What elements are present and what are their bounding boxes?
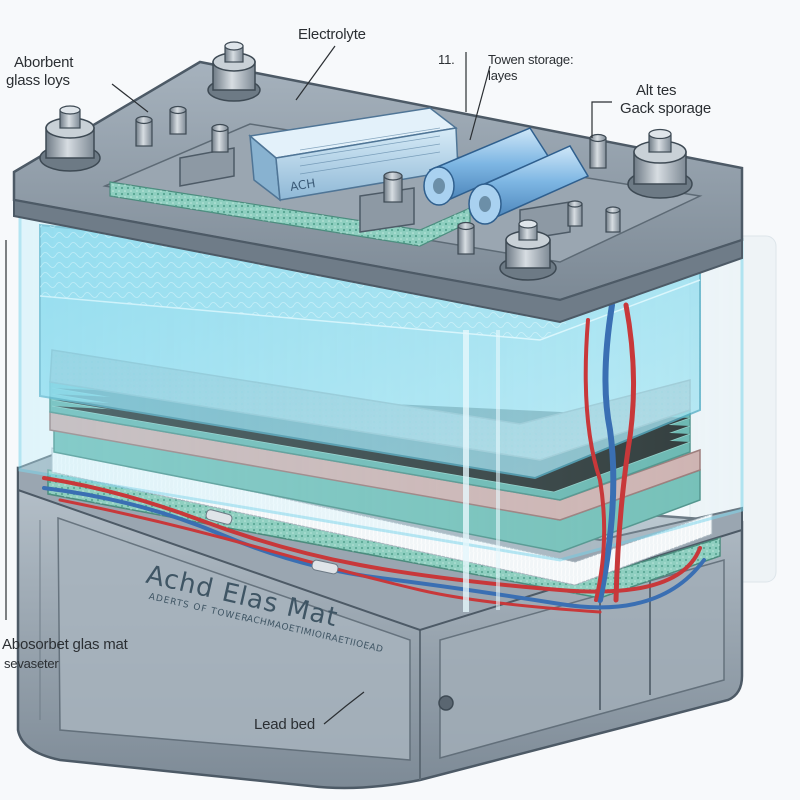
leader-lines bbox=[5, 45, 612, 725]
label-absorbent-glass-layers-1: Aborbent bbox=[14, 54, 74, 71]
small-terminal-icons bbox=[135, 105, 621, 255]
label-power-storage-1: Towen storage: bbox=[488, 52, 574, 67]
label-absorbent-glass-mat-1: Abosorbet glas mat bbox=[2, 636, 128, 653]
main-cable bbox=[583, 302, 637, 603]
terminal-post-icon bbox=[39, 41, 693, 281]
electrolyte-module bbox=[248, 107, 459, 202]
label-absorbent-glass-layers-2: glass loys bbox=[6, 72, 70, 89]
label-electrolyte: Electrolyte bbox=[298, 26, 366, 43]
label-alt-storage-2: Gack sporage bbox=[620, 100, 711, 117]
label-lead-bed: Lead bed bbox=[254, 716, 315, 733]
label-absorbent-glass-mat-2: sevaseter bbox=[4, 656, 59, 671]
label-number-marker: 11. bbox=[438, 52, 455, 67]
wire-harness bbox=[42, 476, 706, 614]
cylindrical-cell-icon bbox=[423, 127, 590, 225]
label-power-storage-2: layes bbox=[488, 68, 518, 83]
drain-plug-icon bbox=[438, 695, 454, 711]
label-alt-storage-1: Alt tes bbox=[636, 82, 677, 99]
